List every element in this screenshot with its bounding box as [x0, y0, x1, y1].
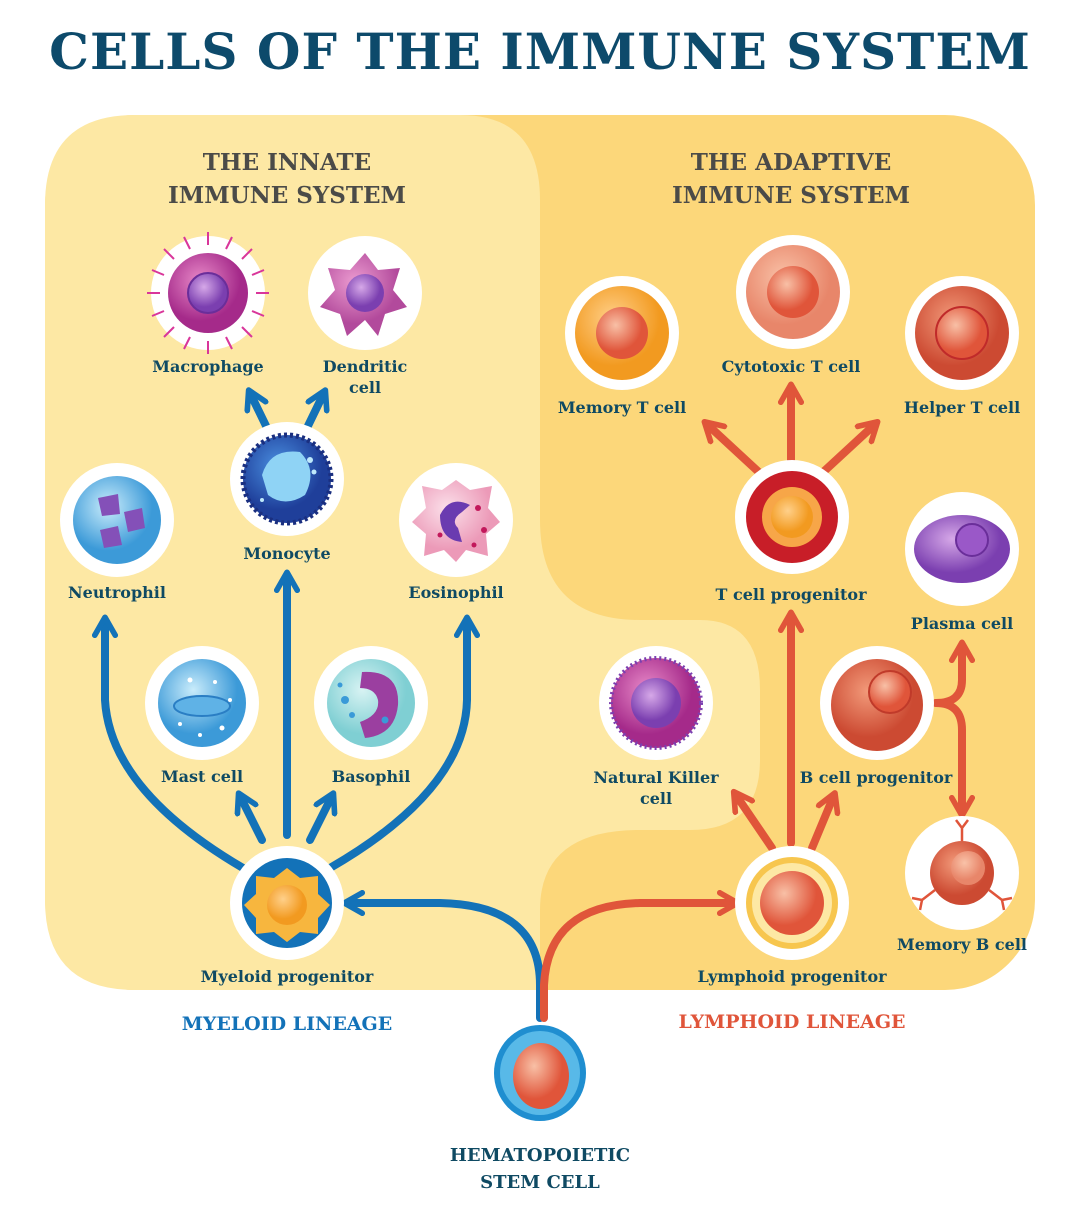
label-myeloid-progenitor: Myeloid progenitor: [200, 967, 374, 986]
adaptive-heading-line2: IMMUNE SYSTEM: [671, 182, 911, 209]
mast-cell: [145, 646, 259, 760]
label-nk-line2: cell: [639, 789, 673, 808]
label-dendritic-line1: Dendritic: [322, 357, 408, 376]
memory-t-cell: [565, 276, 679, 390]
label-stem-cell-line2: STEM CELL: [480, 1172, 600, 1193]
dendritic-cell: [308, 236, 422, 350]
arrow-stem-to-myeloid: [352, 903, 544, 1022]
innate-heading-line2: IMMUNE SYSTEM: [167, 182, 407, 209]
memory-b-cell: [905, 816, 1019, 930]
adaptive-heading-line1: THE ADAPTIVE: [690, 149, 892, 176]
macrophage-cell: [147, 232, 269, 354]
label-memory-t: Memory T cell: [557, 398, 687, 417]
label-dendritic-line2: cell: [348, 378, 382, 397]
arrow-to-nk: [738, 798, 776, 852]
lymphoid-arrows: [540, 392, 962, 1022]
arrow-to-b-progenitor: [808, 800, 832, 852]
arrow-to-basophil: [306, 800, 330, 844]
arrow-to-memory-t: [710, 427, 766, 479]
lymphoid-lineage-label: LYMPHOID LINEAGE: [678, 1011, 906, 1033]
myeloid-progenitor-cell: [230, 846, 344, 960]
label-nk: Natural Killer cell: [593, 767, 718, 809]
label-dendritic: Dendritic cell: [323, 356, 408, 398]
arrow-to-helper-t: [816, 427, 872, 479]
b-progenitor-cell: [820, 646, 934, 760]
label-lymphoid-progenitor: Lymphoid progenitor: [697, 967, 887, 986]
arrow-to-eosinophil: [326, 625, 467, 872]
plasma-cell: [905, 492, 1019, 606]
adaptive-section-heading: THE ADAPTIVE IMMUNE SYSTEM: [672, 146, 910, 212]
label-eosinophil: Eosinophil: [408, 583, 504, 602]
myeloid-arrows: [105, 397, 544, 1022]
arrow-to-neutrophil: [105, 625, 247, 872]
innate-heading-line1: THE INNATE: [202, 149, 372, 176]
hematopoietic-stem-cell: [494, 1025, 586, 1121]
t-progenitor-cell: [735, 460, 849, 574]
arrow-b-to-memory-b: [932, 699, 962, 808]
label-monocyte: Monocyte: [243, 544, 331, 563]
arrow-to-mast: [242, 800, 266, 844]
helper-t-cell: [905, 276, 1019, 390]
basophil-cell: [314, 646, 428, 760]
label-helper-t: Helper T cell: [903, 398, 1021, 417]
label-mast-cell: Mast cell: [160, 767, 244, 786]
label-basophil: Basophil: [331, 767, 411, 786]
arrow-to-macrophage: [252, 397, 272, 434]
neutrophil-cell: [60, 463, 174, 577]
label-t-progenitor: T cell progenitor: [715, 585, 867, 604]
label-plasma: Plasma cell: [910, 614, 1014, 633]
arrow-stem-to-lymphoid: [540, 903, 730, 1022]
label-memory-b: Memory B cell: [897, 935, 1027, 954]
diagram-title: CELLS OF THE IMMUNE SYSTEM: [49, 22, 1031, 81]
eosinophil-cell: [399, 463, 513, 577]
label-cytotoxic-t: Cytotoxic T cell: [721, 357, 861, 376]
label-nk-line1: Natural Killer: [593, 768, 719, 787]
cytotoxic-t-cell: [736, 235, 850, 349]
label-macrophage: Macrophage: [152, 357, 264, 376]
myeloid-lineage-label: MYELOID LINEAGE: [181, 1013, 393, 1035]
label-stem-cell: HEMATOPOIETIC STEM CELL: [450, 1142, 630, 1196]
label-stem-cell-line1: HEMATOPOIETIC: [449, 1145, 631, 1166]
nk-cell: [599, 646, 713, 760]
lymphoid-progenitor-cell: [735, 846, 849, 960]
label-b-progenitor: B cell progenitor: [799, 768, 953, 787]
innate-section-heading: THE INNATE IMMUNE SYSTEM: [168, 146, 406, 212]
arrow-to-dendritic: [302, 397, 322, 434]
label-neutrophil: Neutrophil: [68, 583, 166, 602]
monocyte-cell: [230, 422, 344, 536]
